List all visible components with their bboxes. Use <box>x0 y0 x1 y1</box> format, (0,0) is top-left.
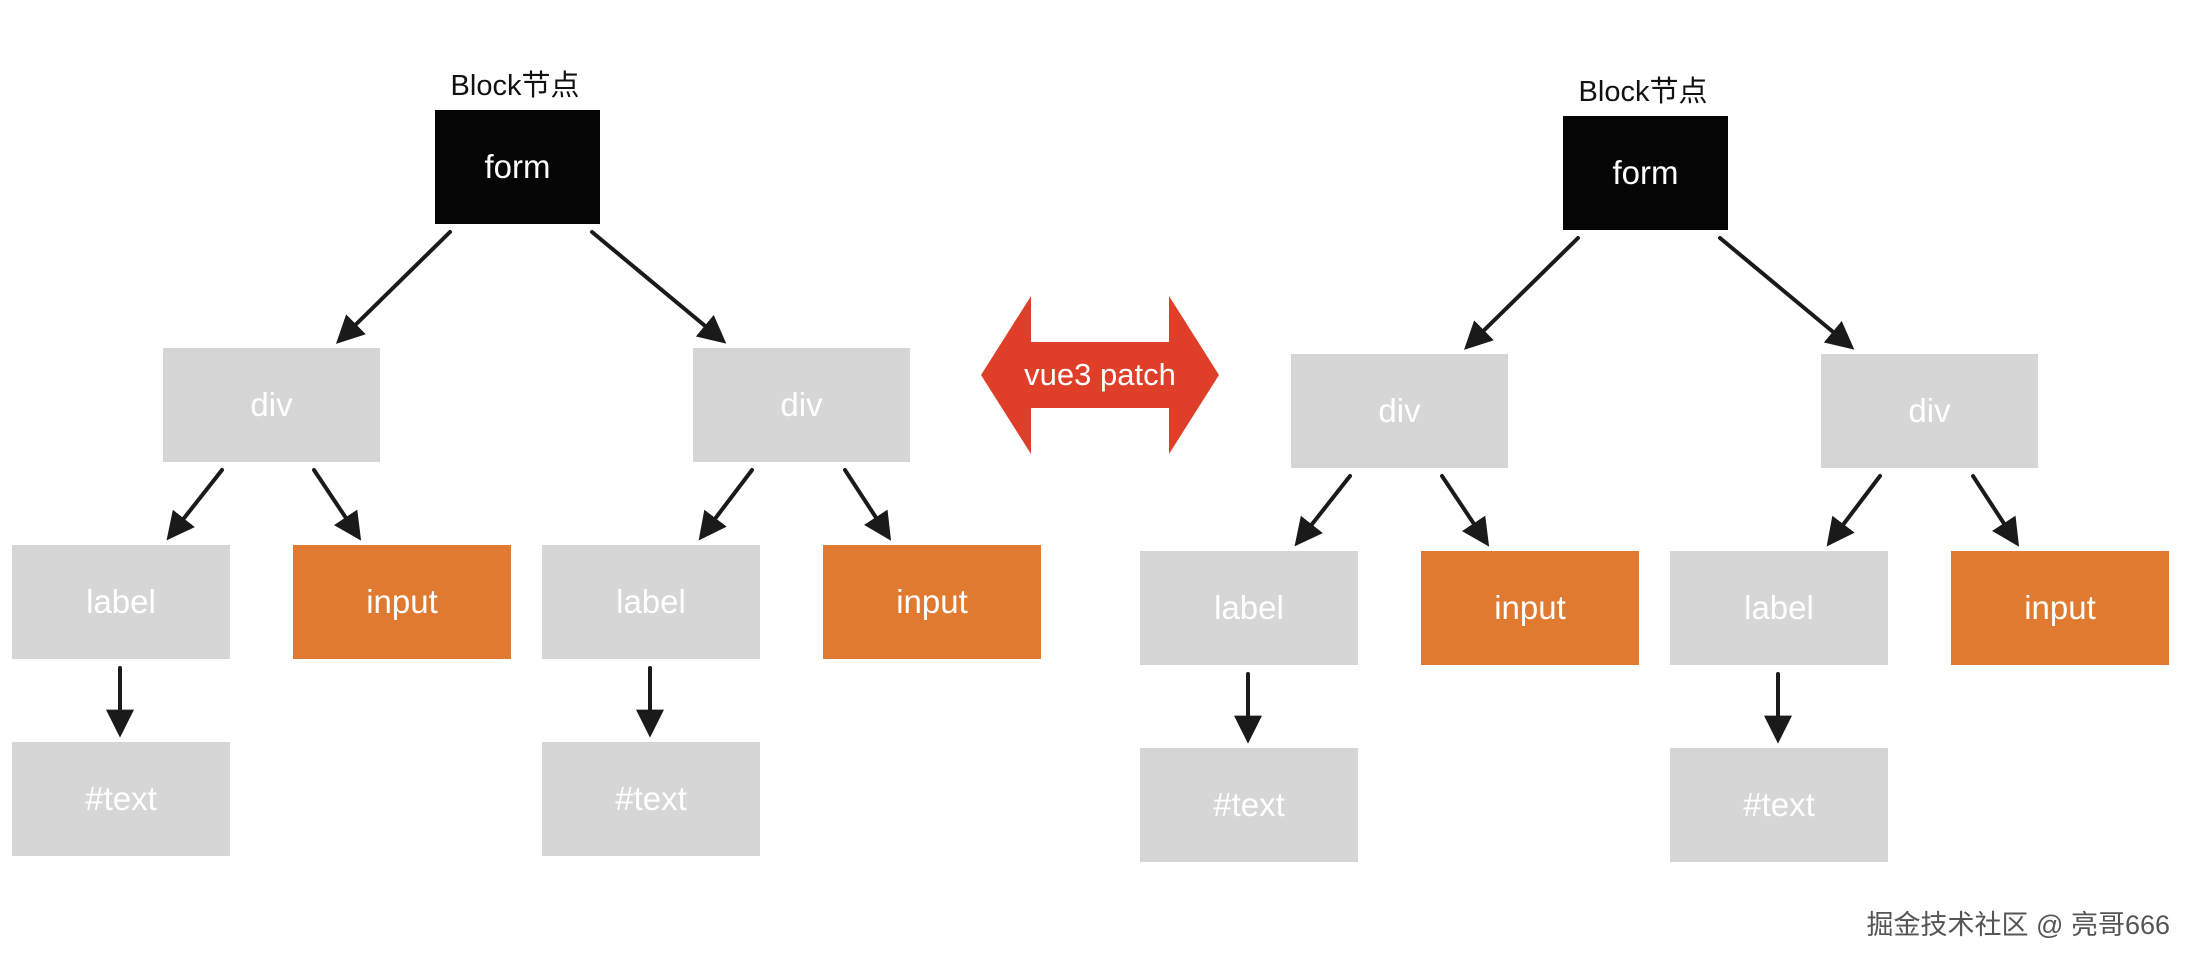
edge-div-a-label-a <box>166 468 224 541</box>
node-input-a: input <box>1421 551 1639 665</box>
edge-div-a-input-a <box>312 468 362 541</box>
edge-div-a-input-a <box>1440 474 1490 547</box>
node-div-a: div <box>1291 354 1508 468</box>
node-text-b: #text <box>542 742 760 856</box>
patch-double-arrow: vue3 patch <box>975 290 1225 460</box>
edge-div-b-input-b <box>843 468 892 541</box>
tree-left: Block节点 form div div label input label i… <box>0 0 1100 900</box>
tree-right: Block节点 form div div label input label i… <box>1128 6 2186 906</box>
node-text-a: #text <box>12 742 230 856</box>
node-text-a: #text <box>1140 748 1358 862</box>
edge-div-a-label-a <box>1294 474 1352 547</box>
edge-div-b-label-b <box>698 468 754 541</box>
node-label-a: label <box>12 545 230 659</box>
block-node-caption: Block节点 <box>1578 76 1708 108</box>
node-input-b: input <box>1951 551 2169 665</box>
node-div-b: div <box>693 348 910 462</box>
double-arrow-icon <box>981 296 1219 454</box>
edge-form-div-b <box>1718 236 1855 350</box>
node-div-b: div <box>1821 354 2038 468</box>
node-form: form <box>435 110 600 224</box>
node-text-b: #text <box>1670 748 1888 862</box>
edge-form-div-a <box>1464 236 1580 350</box>
edge-form-div-a <box>336 230 452 344</box>
tree-left-edges <box>106 230 892 738</box>
edge-div-b-label-b <box>1826 474 1882 547</box>
edge-form-div-b <box>590 230 727 344</box>
node-input-b: input <box>823 545 1041 659</box>
tree-right-edges <box>1234 236 2020 744</box>
edge-div-b-input-b <box>1971 474 2020 547</box>
node-input-a: input <box>293 545 511 659</box>
block-node-caption: Block节点 <box>450 70 580 102</box>
node-form: form <box>1563 116 1728 230</box>
node-label-b: label <box>1670 551 1888 665</box>
node-label-a: label <box>1140 551 1358 665</box>
patch-label: vue3 patch <box>1024 357 1176 392</box>
node-label-b: label <box>542 545 760 659</box>
watermark: 掘金技术社区 @ 亮哥666 <box>1866 910 2170 940</box>
node-div-a: div <box>163 348 380 462</box>
